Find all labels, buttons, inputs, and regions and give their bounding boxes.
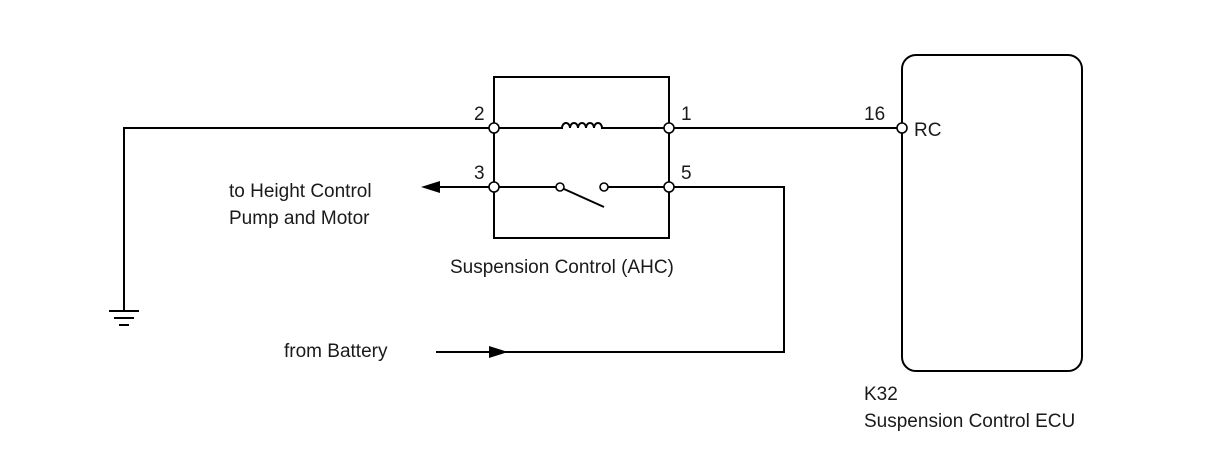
switch-terminal-b [599, 182, 609, 192]
coil-icon [559, 122, 606, 129]
pin-2-label: 2 [474, 104, 485, 125]
battery-wire [436, 186, 785, 353]
pin-3-label: 3 [474, 163, 485, 184]
arrow-left-icon [421, 181, 440, 193]
to-pump-label-line1: to Height Control [229, 181, 372, 202]
relay-pin-3 [488, 181, 500, 193]
ecu-code: K32 [864, 384, 898, 405]
switch-terminal-a [555, 182, 565, 192]
ecu-pin-name: RC [914, 120, 941, 141]
to-pump-label-line2: Pump and Motor [229, 208, 370, 229]
ecu-name: Suspension Control ECU [864, 411, 1075, 432]
relay-pin-1 [663, 122, 675, 134]
ground-icon [109, 310, 139, 326]
ground-wire [123, 127, 494, 311]
relay-caption: Suspension Control (AHC) [450, 257, 674, 278]
pin-1-label: 1 [681, 104, 692, 125]
ecu-pin-number: 16 [864, 104, 885, 125]
relay-box [493, 76, 670, 239]
switch-contact-icon [563, 188, 605, 208]
relay-pin-5 [663, 181, 675, 193]
arrow-right-icon [489, 346, 508, 358]
ecu-box [901, 54, 1083, 372]
relay-pin-2 [488, 122, 500, 134]
ecu-pin-16 [896, 122, 908, 134]
pin-5-label: 5 [681, 163, 692, 184]
from-battery-label: from Battery [284, 341, 388, 362]
